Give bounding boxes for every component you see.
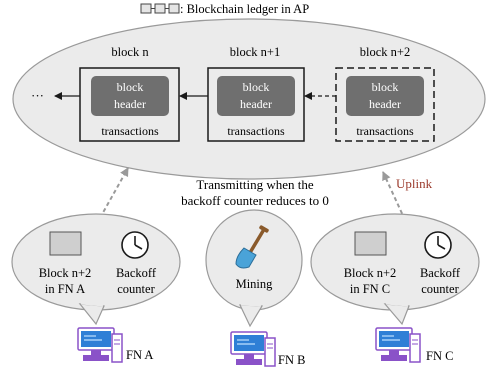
- block-title: block n+2: [360, 45, 410, 59]
- ledger-ellipsis: ···: [31, 88, 44, 103]
- fn-a-counter-line1: Backoff: [116, 266, 157, 280]
- shovel-icon: [235, 225, 269, 269]
- fn-b-pc-label: FN B: [278, 353, 305, 367]
- uplink-arrow-fn-a: [99, 167, 129, 219]
- block-frame: [207, 67, 305, 142]
- uplink-label: Uplink: [396, 176, 433, 191]
- block-n-plus-1: block n+1 block header transactions: [207, 45, 305, 142]
- block-header-line1: block: [243, 80, 270, 94]
- fn-a-block-line1: Block n+2: [39, 266, 92, 280]
- block-header-line1: block: [117, 80, 144, 94]
- block-n: block n block header transactions: [79, 45, 180, 142]
- block-frame: [335, 67, 435, 142]
- block-header-line1: block: [372, 80, 399, 94]
- block-header: [346, 76, 424, 116]
- transmit-note-line1: Transmitting when the: [196, 177, 313, 192]
- block-icon: [49, 231, 82, 256]
- block-title: block n+1: [230, 45, 280, 59]
- legend-label: : Blockchain ledger in AP: [180, 2, 309, 16]
- transmit-note-line2: backoff counter reduces to 0: [181, 193, 329, 208]
- block-transactions: transactions: [101, 124, 159, 138]
- computer-icon: [375, 327, 421, 363]
- block-transactions: transactions: [227, 124, 285, 138]
- fn-c-counter-line1: Backoff: [420, 266, 461, 280]
- block-icon: [140, 3, 180, 14]
- block-header: [217, 76, 295, 116]
- fn-b-mining-label: Mining: [236, 277, 274, 291]
- block-header-line2: header: [369, 97, 401, 111]
- block-header: [91, 76, 169, 116]
- fn-c-block-line2: in FN C: [350, 282, 390, 296]
- fn-c-pc-label: FN C: [426, 349, 453, 363]
- block-frame: [79, 67, 180, 142]
- block-transactions: transactions: [356, 124, 414, 138]
- fn-c-counter-line2: counter: [421, 282, 459, 296]
- block-n-plus-2: block n+2 block header transactions: [335, 45, 435, 142]
- block-header-line2: header: [114, 97, 146, 111]
- uplink-arrow-fn-c: [382, 171, 406, 221]
- fn-b-bubble: [205, 209, 303, 328]
- block-icon: [354, 231, 387, 256]
- block-header-line2: header: [240, 97, 272, 111]
- computer-icon: [77, 327, 123, 363]
- fn-a-pc-label: FN A: [126, 348, 153, 362]
- clock-icon: [121, 231, 149, 259]
- fn-c-block-line1: Block n+2: [344, 266, 397, 280]
- legend: : Blockchain ledger in AP: [140, 2, 309, 16]
- block-title: block n: [111, 45, 149, 59]
- computer-icon: [230, 331, 276, 367]
- clock-icon: [424, 231, 452, 259]
- fn-a-block-line2: in FN A: [45, 282, 85, 296]
- fn-a-counter-line2: counter: [117, 282, 155, 296]
